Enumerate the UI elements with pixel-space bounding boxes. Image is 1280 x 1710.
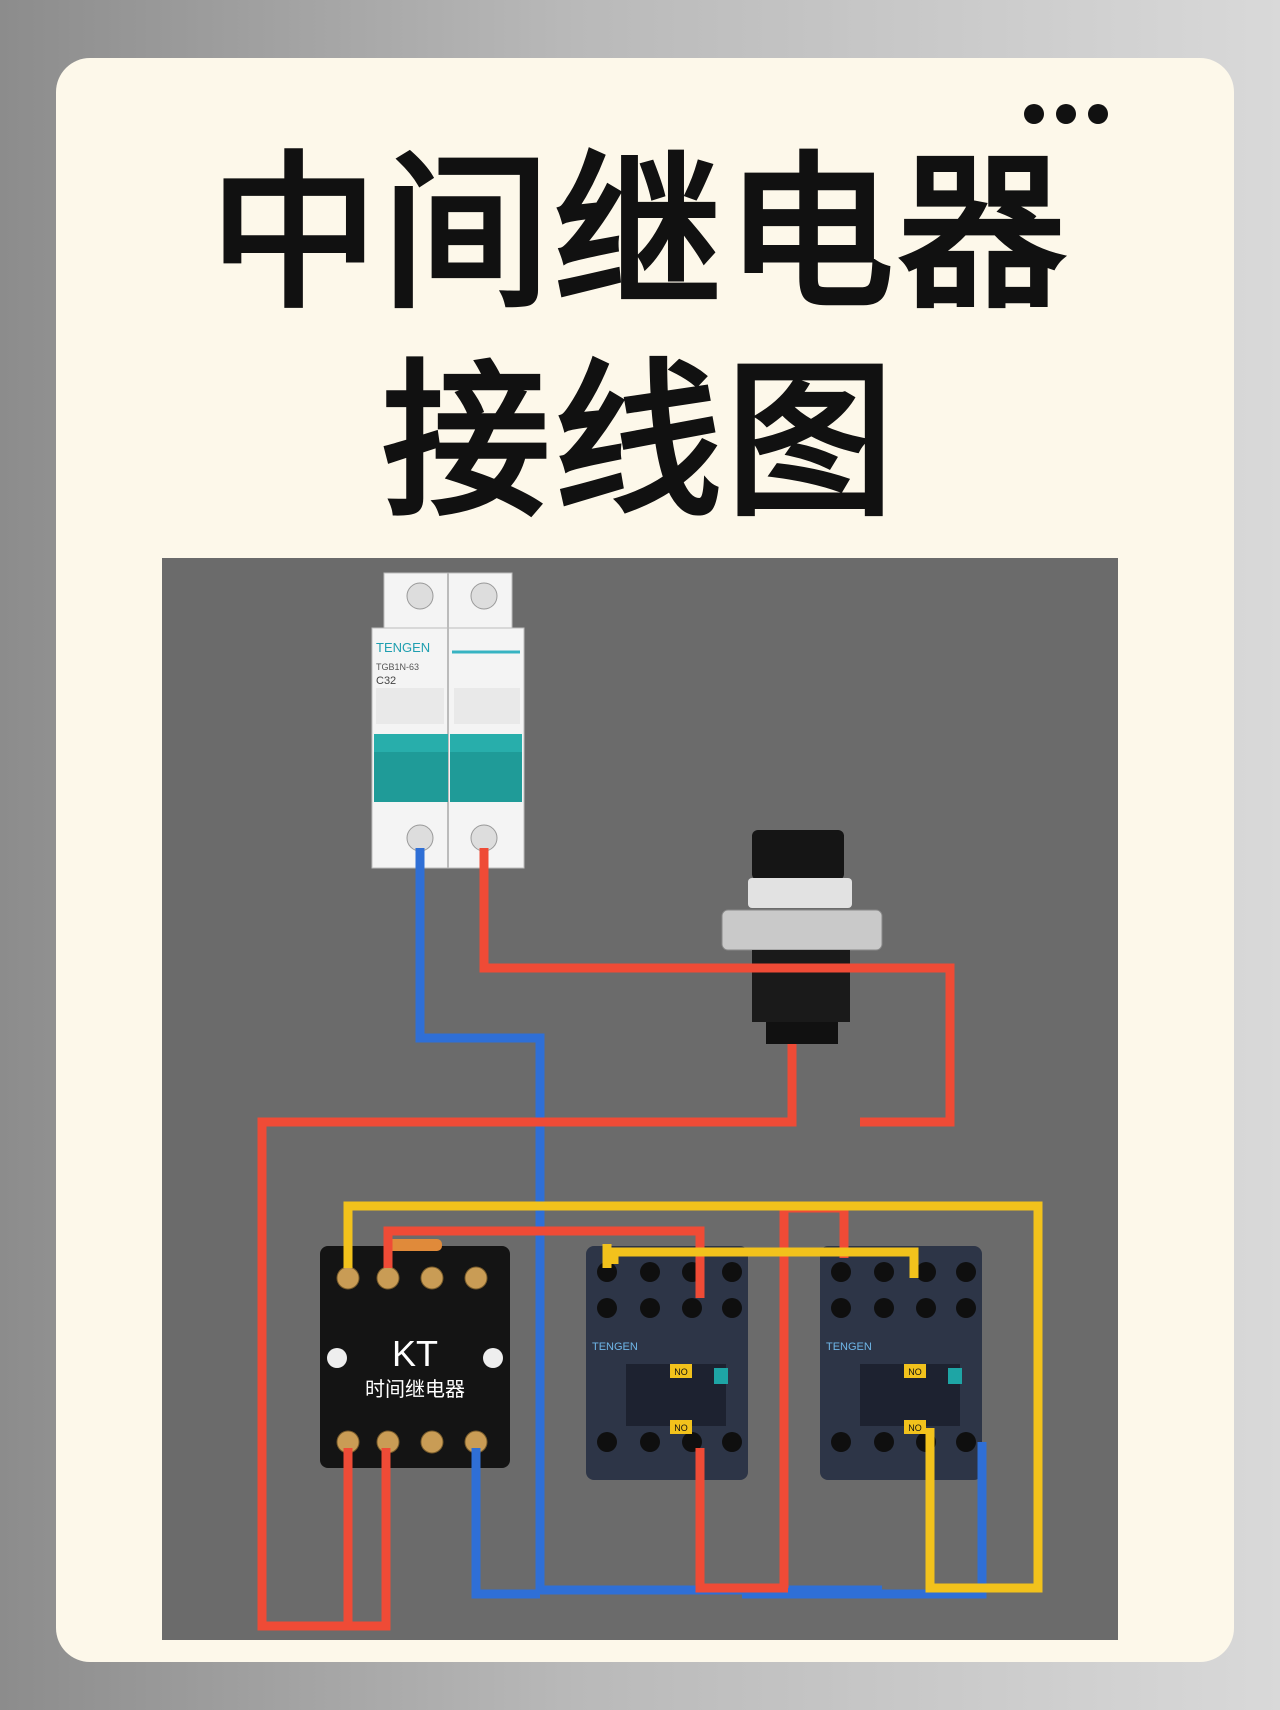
timer-relay: KT 时间继电器 <box>320 1239 510 1468</box>
breaker-model: TGB1N-63 <box>376 662 419 672</box>
timer-label: 时间继电器 <box>365 1377 465 1401</box>
timer-code: KT <box>392 1333 438 1374</box>
page-title-line2: 接线图 <box>382 344 898 540</box>
contactor-1-contact-a: NO <box>674 1367 688 1377</box>
contactor-2-contact-a: NO <box>908 1367 922 1377</box>
wire-blue-3 <box>742 1442 987 1599</box>
dot <box>1024 104 1044 124</box>
dot <box>1088 104 1108 124</box>
wiring-diagram: TENGEN TGB1N-63 C32 KT 时间继电器 <box>162 558 1118 1640</box>
contactor-1-contact-b: NO <box>674 1423 688 1433</box>
page-title-line1: 中间继电器 <box>210 136 1070 332</box>
contactor-2-contact-b: NO <box>908 1423 922 1433</box>
contactor-1: TENGEN NO NO <box>586 1246 748 1480</box>
dot <box>1056 104 1076 124</box>
wire-red-6 <box>695 1448 788 1593</box>
more-dots-icon[interactable] <box>1024 96 1134 132</box>
breaker-brand: TENGEN <box>376 640 430 655</box>
contactor-1-brand: TENGEN <box>592 1341 638 1353</box>
circuit-breaker: TENGEN TGB1N-63 C32 <box>371 572 525 869</box>
wire-red-1 <box>479 848 955 1127</box>
wire-blue-1 <box>415 848 882 1595</box>
wire-red-4 <box>383 1226 705 1298</box>
contactor-2-brand: TENGEN <box>826 1341 872 1353</box>
selector-switch[interactable] <box>721 830 883 1044</box>
wire-yellow-3 <box>609 1247 919 1278</box>
wire-blue-2 <box>471 1448 540 1599</box>
breaker-rating: C32 <box>376 675 396 687</box>
wire-red-2 <box>257 1044 797 1631</box>
wire-yellow-1 <box>343 1201 1043 1593</box>
contactor-2: TENGEN NO NO <box>820 1246 982 1480</box>
